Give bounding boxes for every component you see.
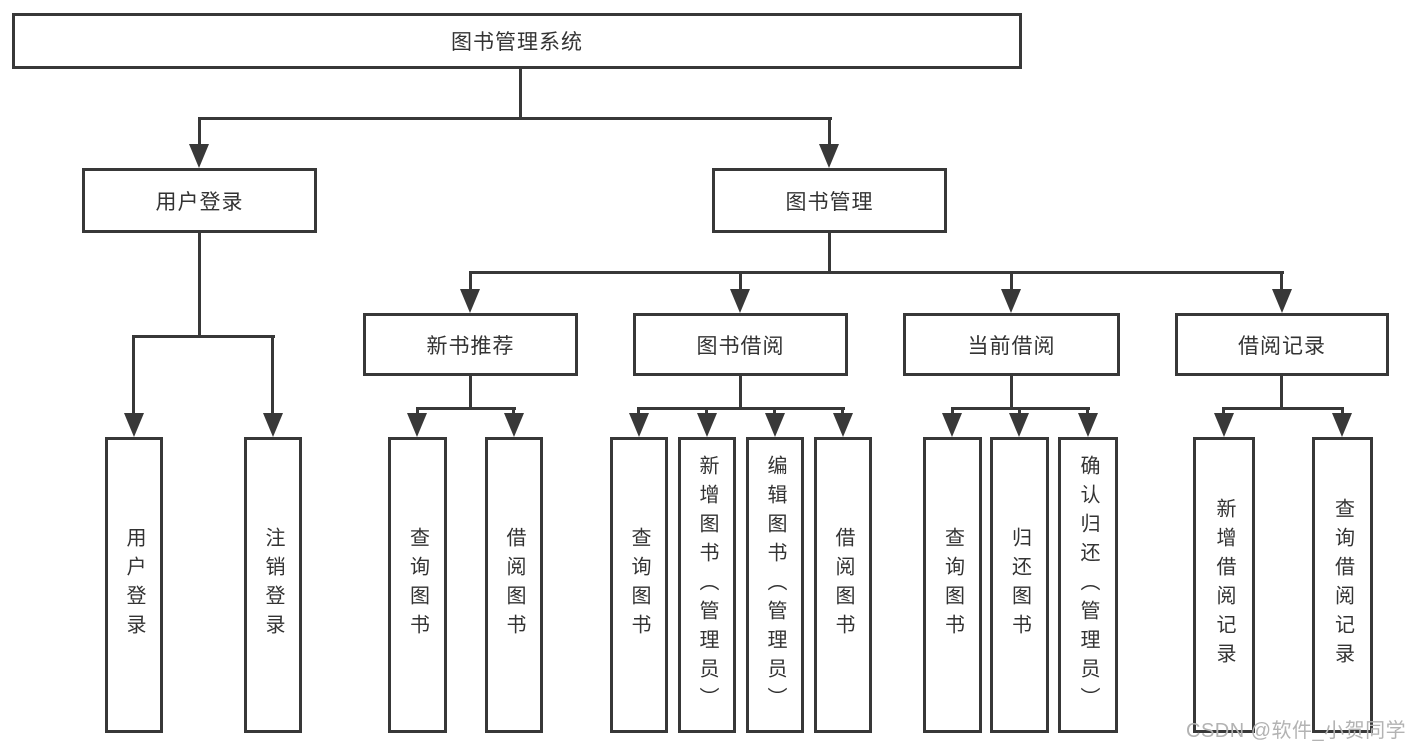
arrow-down-icon bbox=[1078, 413, 1098, 437]
arrow-down-icon bbox=[504, 413, 524, 437]
leaf-query-book-borrow: 查询图书 bbox=[610, 437, 668, 733]
connector-stem-level3 bbox=[1280, 271, 1283, 295]
connector-root-drop bbox=[519, 66, 522, 120]
node-label: 图书借阅 bbox=[696, 334, 785, 358]
connector-currentborrow-drop bbox=[1010, 373, 1013, 410]
leaf-query-borrow-record: 查询借阅记录 bbox=[1312, 437, 1373, 733]
arrow-down-icon bbox=[697, 413, 717, 437]
leaf-label: 借阅图书 bbox=[832, 527, 854, 643]
leaf-label: 查询图书 bbox=[406, 527, 429, 643]
leaf-logout: 注销登录 bbox=[244, 437, 302, 733]
connector-bookmgmt-branch bbox=[469, 271, 1284, 274]
arrow-down-icon bbox=[1009, 413, 1029, 437]
connector-userlogin-branch bbox=[132, 335, 275, 338]
node-book-management: 图书管理 bbox=[712, 168, 947, 233]
arrow-down-icon bbox=[407, 413, 427, 437]
node-label: 用户登录 bbox=[155, 190, 244, 214]
connector-userlogin-drop bbox=[198, 230, 201, 337]
leaf-borrow-book-recommend: 借阅图书 bbox=[485, 437, 543, 733]
leaf-label: 借阅图书 bbox=[503, 527, 525, 643]
arrow-down-icon bbox=[1001, 289, 1021, 313]
leaf-user-login: 用户登录 bbox=[105, 437, 163, 733]
leaf-label: 确认归还（管理员） bbox=[1077, 454, 1099, 716]
node-label: 图书管理 bbox=[785, 190, 874, 214]
leaf-label: 查询借阅记录 bbox=[1331, 498, 1354, 672]
connector-stem-book-management bbox=[828, 117, 831, 147]
connector-stem-leaf bbox=[132, 335, 135, 417]
leaf-edit-book-admin: 编辑图书（管理员） bbox=[746, 437, 804, 733]
arrow-down-icon bbox=[460, 289, 480, 313]
leaf-confirm-return-admin: 确认归还（管理员） bbox=[1058, 437, 1118, 733]
leaf-label: 用户登录 bbox=[123, 527, 145, 643]
arrow-down-icon bbox=[1332, 413, 1352, 437]
leaf-add-book-admin: 新增图书（管理员） bbox=[678, 437, 736, 733]
arrow-down-icon bbox=[730, 289, 750, 313]
arrow-down-icon bbox=[263, 413, 283, 437]
leaf-query-book-current: 查询图书 bbox=[923, 437, 982, 733]
connector-root-branch bbox=[198, 117, 832, 120]
connector-borrowrecord-branch bbox=[1222, 407, 1344, 410]
node-user-login: 用户登录 bbox=[82, 168, 317, 233]
connector-bookborrow-branch bbox=[637, 407, 845, 410]
connector-bookmgmt-drop bbox=[828, 230, 831, 274]
arrow-down-icon bbox=[942, 413, 962, 437]
leaf-borrow-book: 借阅图书 bbox=[814, 437, 872, 733]
leaf-label: 注销登录 bbox=[262, 527, 284, 643]
arrow-down-icon bbox=[1272, 289, 1292, 313]
leaf-add-borrow-record: 新增借阅记录 bbox=[1193, 437, 1255, 733]
leaf-return-book: 归还图书 bbox=[990, 437, 1049, 733]
node-current-borrow: 当前借阅 bbox=[903, 313, 1120, 376]
connector-stem-user-login bbox=[198, 117, 201, 147]
arrow-down-icon bbox=[629, 413, 649, 437]
node-root-library-system: 图书管理系统 bbox=[12, 13, 1022, 69]
connector-recommend-drop bbox=[469, 373, 472, 410]
node-book-borrow: 图书借阅 bbox=[633, 313, 848, 376]
leaf-label: 归还图书 bbox=[1008, 527, 1031, 643]
arrow-down-icon bbox=[1214, 413, 1234, 437]
leaf-label: 新增图书（管理员） bbox=[696, 454, 718, 716]
connector-stem-leaf bbox=[271, 335, 274, 417]
node-label: 当前借阅 bbox=[967, 334, 1056, 358]
node-label: 借阅记录 bbox=[1238, 334, 1326, 358]
node-label: 新书推荐 bbox=[426, 334, 515, 358]
connector-borrowrecord-drop bbox=[1280, 373, 1283, 410]
arrow-down-icon bbox=[765, 413, 785, 437]
arrow-down-icon bbox=[189, 144, 209, 168]
node-new-book-recommend: 新书推荐 bbox=[363, 313, 578, 376]
connector-stem-level3 bbox=[739, 271, 742, 295]
connector-stem-level3 bbox=[469, 271, 472, 295]
connector-recommend-branch bbox=[416, 407, 516, 410]
node-borrow-record: 借阅记录 bbox=[1175, 313, 1389, 376]
leaf-query-book-recommend: 查询图书 bbox=[388, 437, 447, 733]
leaf-label: 新增借阅记录 bbox=[1213, 498, 1235, 672]
leaf-label: 查询图书 bbox=[628, 527, 650, 643]
connector-bookborrow-drop bbox=[739, 373, 742, 410]
connector-stem-level3 bbox=[1010, 271, 1013, 295]
node-label: 图书管理系统 bbox=[451, 31, 583, 54]
arrow-down-icon bbox=[833, 413, 853, 437]
csdn-watermark: CSDN @软件_小贺同学 bbox=[1186, 720, 1405, 742]
leaf-label: 查询图书 bbox=[941, 527, 964, 643]
arrow-down-icon bbox=[819, 144, 839, 168]
arrow-down-icon bbox=[124, 413, 144, 437]
leaf-label: 编辑图书（管理员） bbox=[764, 454, 786, 716]
